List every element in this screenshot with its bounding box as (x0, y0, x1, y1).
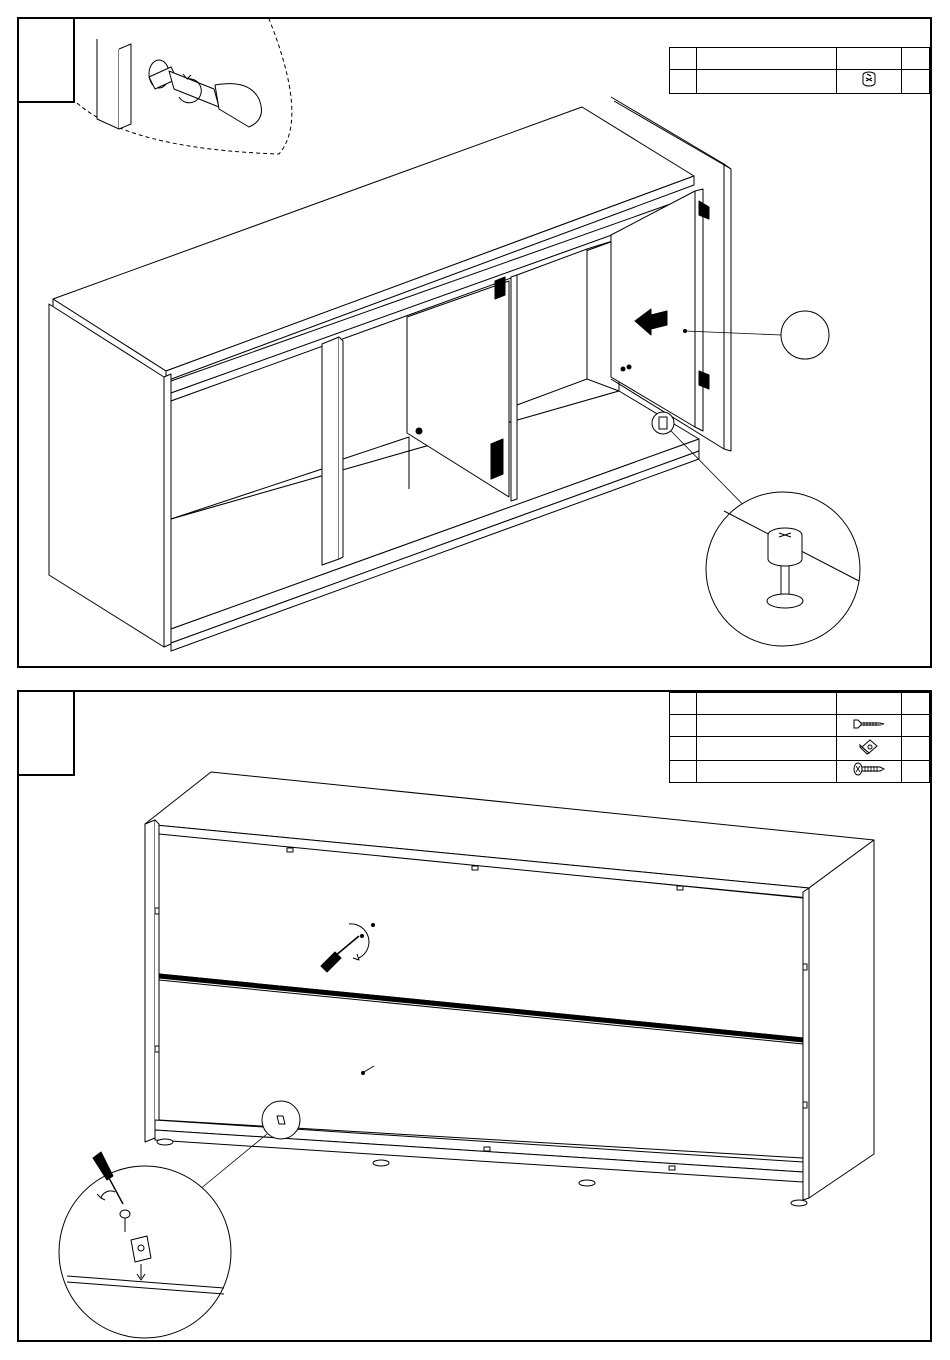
step-1-panel (17, 17, 932, 668)
step-2-illustration (19, 692, 934, 1344)
sideboard-carcass (49, 107, 699, 651)
cam-lock-detail (77, 19, 292, 154)
step-1-illustration (19, 19, 934, 670)
cabinet-back-view (145, 772, 874, 1206)
ref-circle (781, 311, 829, 359)
step-2-panel (17, 690, 932, 1342)
